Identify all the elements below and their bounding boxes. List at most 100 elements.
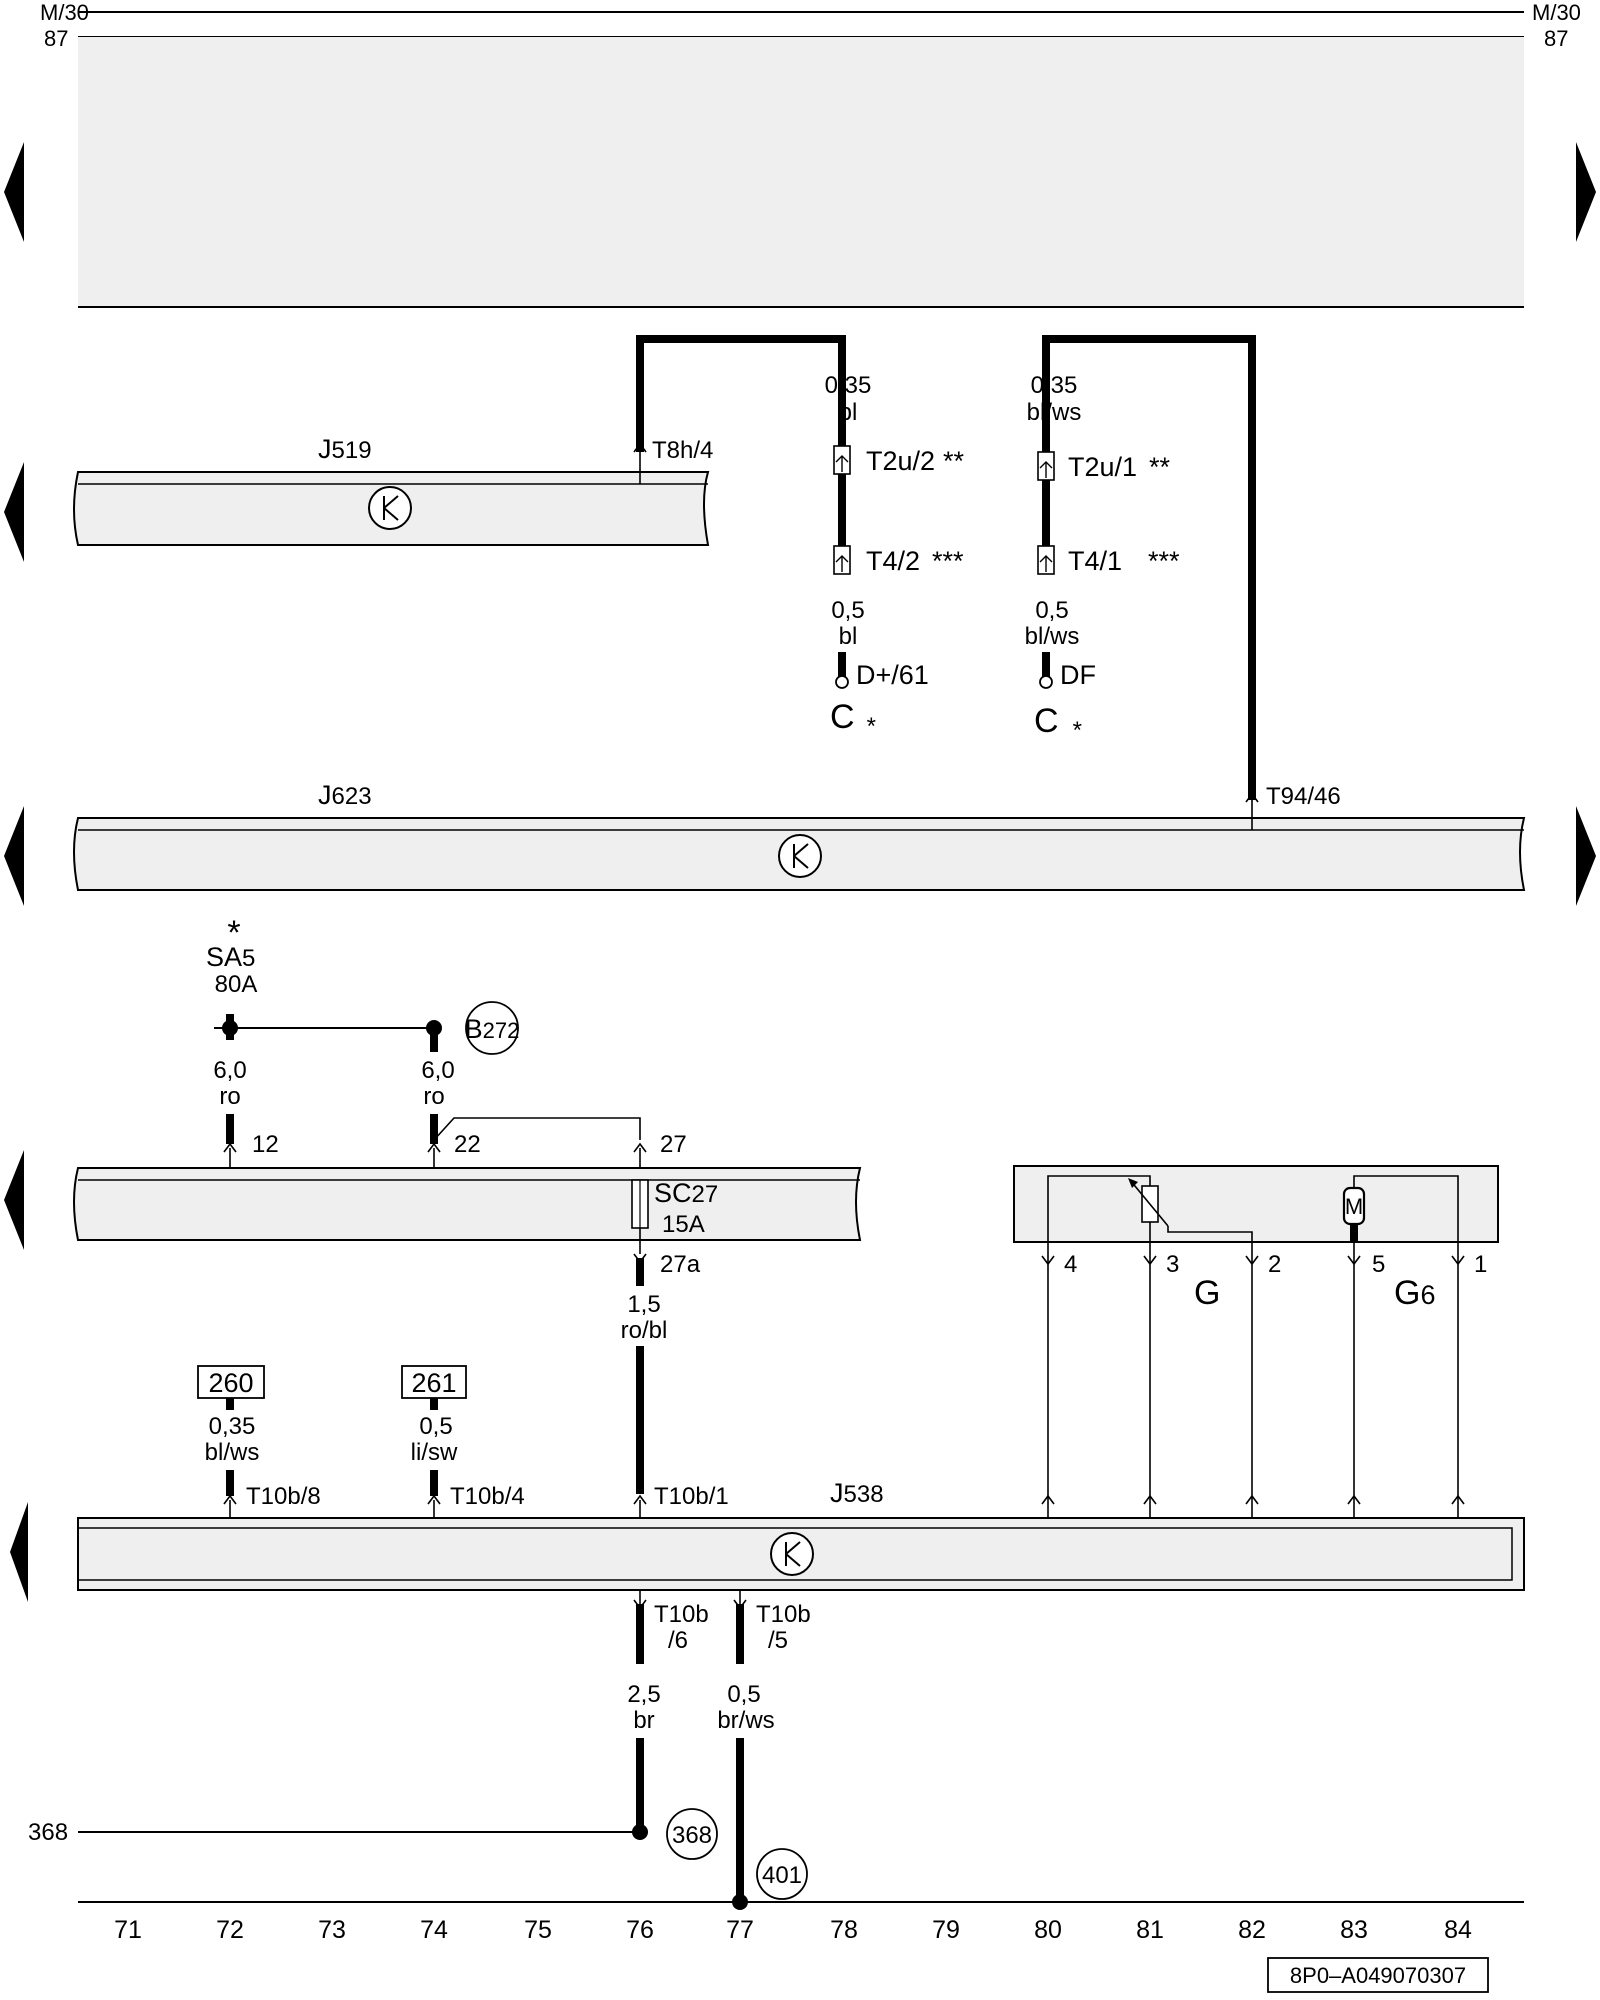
pin-t10b4-label: T10b/4: [450, 1483, 525, 1510]
pin-27a-label: 27a: [660, 1251, 701, 1278]
ground-368-circle[interactable]: [666, 1808, 718, 1860]
doc-id-box: [1267, 1957, 1489, 1993]
wire-j623-to-df: [1042, 335, 1256, 800]
ref-box-260[interactable]: [197, 1365, 265, 1399]
j538-pin-marker-80: [1041, 1494, 1055, 1505]
connector-t2u1-label: T2u/1**: [1068, 452, 1171, 482]
pin-t10b6-label-a: T10b: [654, 1601, 709, 1628]
component-c-left-label: C*: [830, 698, 876, 740]
pin-12-label: 12: [252, 1131, 279, 1158]
sa5-label: SA5: [206, 942, 255, 972]
prev-page-arrow-top[interactable]: [4, 142, 24, 242]
pin-27-marker: [633, 1142, 647, 1153]
wire-size-w2: 0,5: [831, 597, 864, 624]
connector-t2u2-label: T2u/2**: [866, 446, 965, 476]
rail-label-87-right: 87: [1544, 26, 1568, 51]
column-numbers: 71 72 73 74 75 76 77 78 79 80 81 82 83 8…: [114, 1916, 1472, 1944]
column-number: 80: [1034, 1916, 1062, 1944]
ground-401-label[interactable]: 401: [762, 1862, 802, 1889]
column-number: 79: [932, 1916, 960, 1944]
wire-size-w8: 0,35: [209, 1413, 256, 1440]
next-page-arrow-top[interactable]: [1576, 142, 1596, 242]
g-pin4-label: 4: [1064, 1251, 1077, 1278]
prev-page-arrow-fusebox[interactable]: [4, 1150, 24, 1250]
j538-inner-outline: [77, 1527, 1513, 1581]
g-pin2-wiring: [1167, 1226, 1253, 1262]
j538-pin-marker-82: [1245, 1494, 1259, 1505]
wire-size-w6: 6,0: [421, 1057, 454, 1084]
pin-t10b6-label-b: /6: [668, 1627, 688, 1654]
terminal-d61: [835, 675, 849, 689]
ref-368-left-label: 368: [28, 1819, 68, 1846]
ground-368-label[interactable]: 368: [672, 1822, 712, 1849]
prev-page-arrow-j538[interactable]: [10, 1502, 28, 1602]
wire-color-w10: br: [633, 1707, 654, 1734]
terminal-df: [1039, 675, 1053, 689]
connector-t41-symbol: [1037, 545, 1055, 575]
prev-page-arrow-j519[interactable]: [4, 462, 24, 562]
prev-page-arrow-j623[interactable]: [4, 806, 24, 906]
rail-label-m30-right: M/30: [1532, 0, 1581, 25]
wire-color-w8: bl/ws: [205, 1439, 260, 1466]
pin-t9446-marker: [1245, 792, 1259, 803]
ref-box-261[interactable]: [401, 1365, 467, 1399]
fuse-panel-area: [78, 37, 1524, 307]
wire-size-w4: 0,5: [1035, 597, 1068, 624]
column-number: 78: [830, 1916, 858, 1944]
pin-27-label: 27: [660, 1131, 687, 1158]
splice-sa5: [222, 1020, 238, 1036]
fuse-box-body: [73, 1167, 862, 1241]
pin-t8h4-marker: [633, 442, 647, 453]
column-number: 71: [114, 1916, 142, 1944]
next-page-arrow-j623[interactable]: [1576, 806, 1596, 906]
wire-size-w11: 0,5: [727, 1681, 760, 1708]
rail-label-m30-left: M/30: [40, 0, 89, 25]
pin-t10b5-label-a: T10b: [756, 1601, 811, 1628]
pin-12-marker: [223, 1142, 237, 1153]
g6-label: G6: [1394, 1274, 1435, 1312]
fuse-sc27-label: SC27: [654, 1178, 718, 1208]
g-pin2-label: 2: [1268, 1251, 1281, 1278]
sa5-rating: 80A: [215, 971, 258, 998]
pin-t10b4-marker: [427, 1494, 441, 1505]
j538-pin-marker-83: [1347, 1494, 1361, 1505]
g-g6-unit-body: [1013, 1165, 1499, 1243]
j538-pin-marker-81: [1143, 1494, 1157, 1505]
wire-color-w3: bl/ws: [1027, 399, 1082, 426]
column-number: 77: [726, 1916, 754, 1944]
wire-color-w4: bl/ws: [1025, 623, 1080, 650]
pin-22-marker: [427, 1142, 441, 1153]
b272-ref-label[interactable]: B272: [465, 1014, 520, 1044]
pin-t8h4-label: T8h/4: [652, 437, 713, 464]
ground-401-circle[interactable]: [756, 1848, 808, 1900]
doc-id-label: 8P0–A049070307: [1290, 1963, 1466, 1988]
terminal-df-label: DF: [1060, 660, 1096, 690]
column-number: 84: [1444, 1916, 1472, 1944]
pin-t10b1-marker: [633, 1494, 647, 1505]
wire-color-w7: ro/bl: [621, 1317, 668, 1344]
column-number: 72: [216, 1916, 244, 1944]
wire-j519-to-t2u2: [636, 335, 846, 452]
b272-ref-circle[interactable]: [465, 1001, 519, 1055]
column-number: 81: [1136, 1916, 1164, 1944]
j538-pin-marker-84: [1451, 1494, 1465, 1505]
wire-size-w7: 1,5: [627, 1291, 660, 1318]
wire-color-w1: bl: [839, 399, 858, 426]
connector-t42-label: T4/2***: [866, 546, 964, 576]
ref-box-260-label[interactable]: 260: [208, 1368, 253, 1398]
column-number: 76: [626, 1916, 654, 1944]
column-number: 82: [1238, 1916, 1266, 1944]
connector-t2u1-symbol: [1037, 451, 1055, 481]
wire-size-w9: 0,5: [419, 1413, 452, 1440]
column-number: 73: [318, 1916, 346, 1944]
j538-label: J538: [830, 1478, 884, 1508]
wire-size-w10: 2,5: [627, 1681, 660, 1708]
wire-size-w1: 0,35: [825, 372, 872, 399]
wire-size-w3: 0,35: [1031, 372, 1078, 399]
g-internal-wiring: [1047, 1175, 1151, 1262]
connector-t42-symbol: [833, 545, 851, 575]
ref-box-261-label[interactable]: 261: [411, 1368, 456, 1398]
g6-motor-symbol: M: [1342, 1186, 1366, 1226]
wire-color-w6: ro: [423, 1083, 444, 1110]
